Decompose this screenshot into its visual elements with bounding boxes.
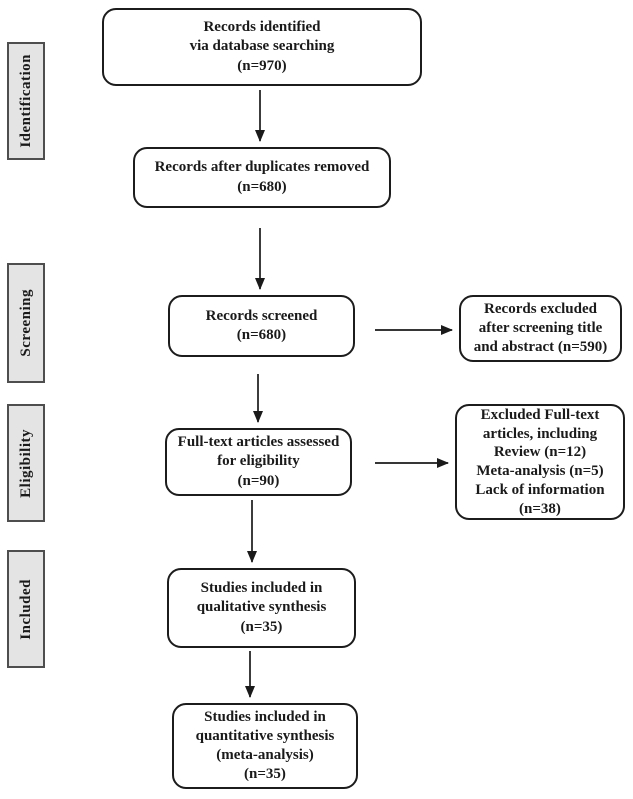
stage-identification-label: Identification <box>17 54 34 148</box>
stage-screening-label: Screening <box>17 289 34 357</box>
box-fulltext-excluded-text: Excluded Full-text articles, including R… <box>475 406 605 517</box>
stage-screening: Screening <box>7 263 45 383</box>
box-records-excluded: Records excluded after screening title a… <box>459 295 622 362</box>
box-records-screened-text: Records screened (n=680) <box>205 307 318 343</box>
stage-eligibility-label: Eligibility <box>17 428 34 498</box>
box-duplicates-removed: Records after duplicates removed (n=680) <box>133 147 391 208</box>
box-qualitative-synthesis-text: Studies included in qualitative synthesi… <box>196 580 327 635</box>
stage-included-label: Included <box>17 578 34 640</box>
box-fulltext-assessed: Full-text articles assessed for eligibil… <box>165 428 352 496</box>
box-records-identified-text: Records identified via database searchin… <box>189 19 335 74</box>
box-fulltext-excluded: Excluded Full-text articles, including R… <box>455 404 625 520</box>
box-records-excluded-text: Records excluded after screening title a… <box>473 300 608 356</box>
box-records-identified: Records identified via database searchin… <box>102 8 422 86</box>
stage-identification: Identification <box>7 42 45 160</box>
box-quantitative-synthesis: Studies included in quantitative synthes… <box>172 703 358 789</box>
stage-eligibility: Eligibility <box>7 404 45 522</box>
box-fulltext-assessed-text: Full-text articles assessed for eligibil… <box>177 434 340 489</box>
box-qualitative-synthesis: Studies included in qualitative synthesi… <box>167 568 356 648</box>
stage-included: Included <box>7 550 45 668</box>
box-duplicates-removed-text: Records after duplicates removed (n=680) <box>154 159 370 195</box>
box-records-screened: Records screened (n=680) <box>168 295 355 357</box>
box-quantitative-synthesis-text: Studies included in quantitative synthes… <box>195 708 335 783</box>
